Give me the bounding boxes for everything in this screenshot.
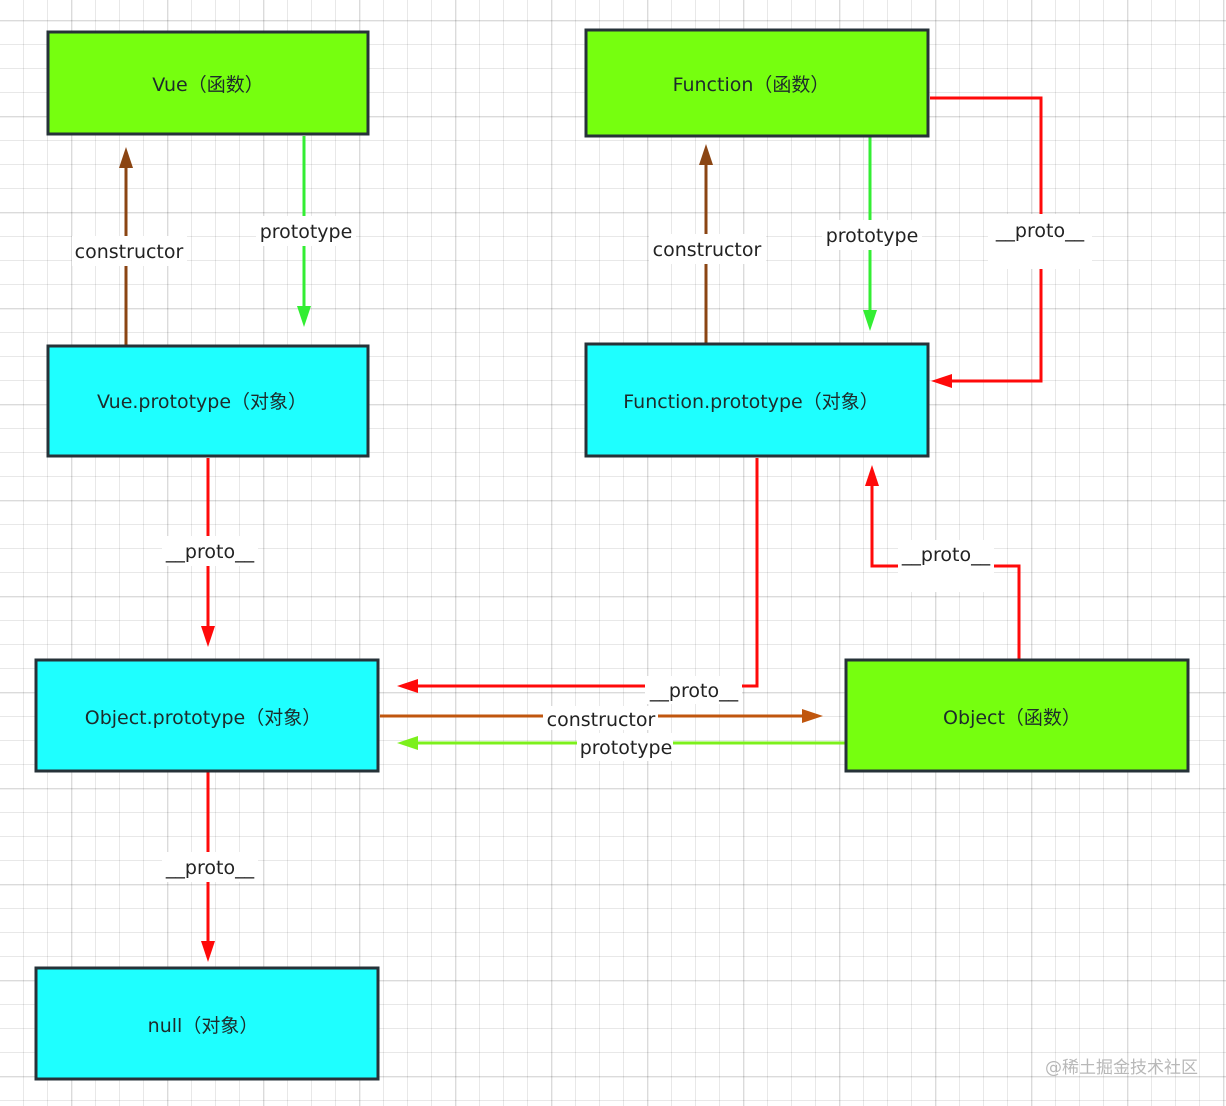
node-null[interactable]: null（对象） [34,966,380,1081]
edge-vueproto-constructor[interactable]: constructor [72,147,187,346]
watermark: @稀土掘金技术社区 [1045,1058,1198,1078]
edge-label: constructor [547,709,656,731]
edge-label: __proto__ [649,680,739,702]
edge-objproto-proto[interactable]: __proto__ [162,772,258,962]
node-vue-prototype[interactable]: Vue.prototype（对象） [46,344,370,458]
node-function-prototype[interactable]: Function.prototype（对象） [584,342,930,458]
nodes: Vue（函数） Function（函数） Vue.prototype（对象） F… [34,28,1190,1081]
edge-label: prototype [260,221,353,243]
edge-label: __proto__ [165,857,255,879]
node-function[interactable]: Function（函数） [584,28,930,138]
node-label: Function（函数） [673,74,830,96]
edge-label: __proto__ [165,541,255,563]
edge-label: __proto__ [995,220,1085,242]
edge-label: prototype [580,737,673,759]
edge-object-proto[interactable]: __proto__ [865,465,1021,660]
node-label: Function.prototype（对象） [623,391,878,413]
node-object-prototype[interactable]: Object.prototype（对象） [34,658,380,773]
node-label: Vue.prototype（对象） [97,391,307,413]
node-label: null（对象） [148,1015,259,1037]
node-label: Vue（函数） [152,74,263,96]
edge-label: __proto__ [901,544,991,566]
node-label: Object.prototype（对象） [85,707,322,729]
edge-objproto-constructor[interactable]: constructor [380,706,823,731]
node-label: Object（函数） [943,707,1081,729]
edge-object-prototype[interactable]: prototype [397,733,845,761]
edge-label: prototype [826,225,919,247]
node-object[interactable]: Object（函数） [844,658,1190,773]
edge-vueproto-proto[interactable]: __proto__ [162,458,258,647]
edges: prototype constructor __proto__ prototyp… [72,96,1092,962]
edge-fnproto-constructor[interactable]: constructor [649,144,766,343]
node-vue[interactable]: Vue（函数） [46,30,370,136]
edge-fnproto-proto[interactable]: __proto__ [397,458,759,704]
edge-label: constructor [653,239,762,261]
edge-vue-prototype[interactable]: prototype [256,136,356,327]
edge-function-prototype[interactable]: prototype [822,137,922,331]
edge-function-proto[interactable]: __proto__ [930,96,1092,388]
edge-label: constructor [75,241,184,263]
